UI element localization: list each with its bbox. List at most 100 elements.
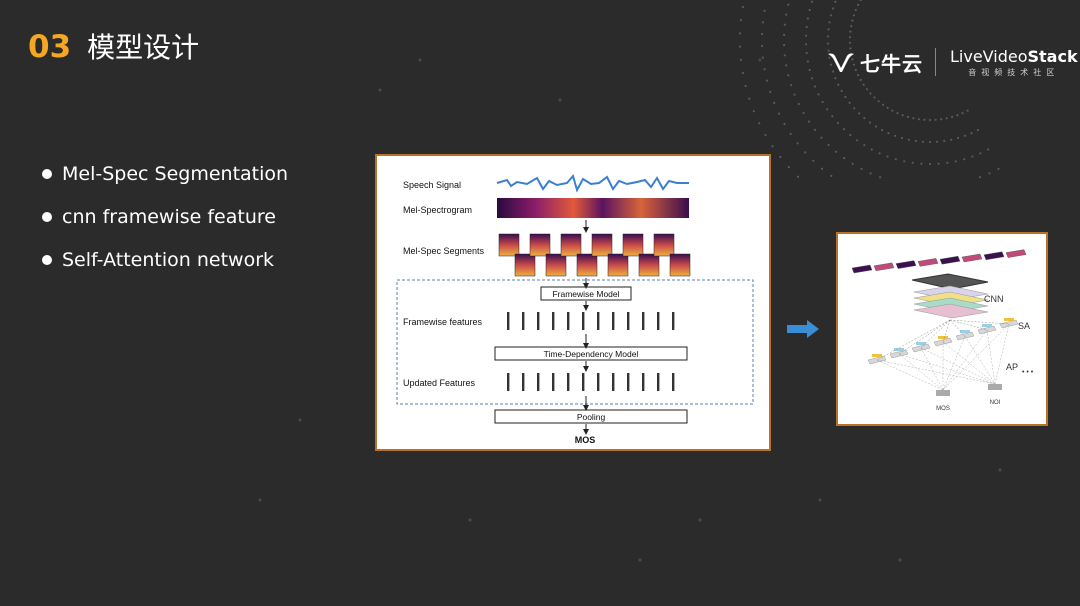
input-segment [1005,249,1027,258]
bullet-dot-icon [42,211,52,222]
decor-dot [978,176,982,179]
decor-dot [808,8,811,12]
decor-dot [851,162,854,165]
input-segments-strip [851,249,1027,274]
input-segment [983,251,1005,261]
decor-dot [783,122,786,126]
decor-dot [739,45,742,48]
mel-spectrogram [497,198,689,218]
decor-dot [950,138,953,141]
segment-top [591,233,613,257]
decor-dot [936,140,939,143]
input-segment [939,255,961,265]
decor-dot [843,157,846,160]
decor-dot [894,158,897,161]
decor-dot [468,518,472,522]
pipeline-figure: Speech Signal Mel-Spectrogram Mel-Spec S… [375,154,771,451]
decor-dot [818,498,822,502]
updated-feature-bars [507,373,675,391]
decor-dot [806,60,810,63]
decor-dot [741,5,745,9]
decor-dot [298,418,302,422]
bullet-text: Mel-Spec Segmentation [62,162,289,185]
decor-dot [844,95,847,99]
cnn-block [911,273,989,290]
decor-dot [903,160,906,163]
decor-dot [826,108,829,111]
decor-dot [842,128,846,131]
connection-lines [876,319,1010,391]
connection-line [942,341,996,385]
decor-dot [856,139,859,142]
decor-dot [758,58,762,62]
decor-dot [928,140,932,144]
decor-dot [817,93,820,96]
mos-output-label: MOS [936,406,950,412]
section-number: 03 [28,29,72,65]
decor-dot [777,112,781,115]
feature-bar [642,312,645,330]
cnn-label: CNN [984,294,1004,304]
decor-dot [834,0,837,3]
connection-line [942,329,988,391]
decor-dot [752,110,755,113]
input-segment [917,258,939,267]
decor-dot [836,121,840,125]
decor-dot [881,129,884,132]
decor-dot [886,106,889,109]
decor-dot [787,74,790,77]
framewise-features-label: Framewise features [403,317,483,327]
decor-dot [761,21,765,24]
decor-dot [923,118,926,121]
decor-dot [862,83,865,86]
feature-bar [567,312,570,330]
segment-top [560,233,582,257]
decor-dot [829,63,833,66]
decor-dot [834,77,837,80]
decor-dot [820,136,823,139]
mel-spec-segments [498,233,691,277]
decor-dot [946,161,949,164]
decor-dot [796,142,799,145]
decor-dot [827,35,830,38]
decor-dot [951,115,954,118]
decor-dot [997,167,1000,170]
segment-top [498,233,520,257]
decor-dot [943,139,946,143]
decor-dot [911,161,914,164]
decor-dot [957,136,960,140]
bullet-item: Mel-Spec Segmentation [42,152,288,195]
feature-bar [672,312,675,330]
decor-dot [873,96,876,99]
decor-dot [761,33,764,36]
sa-node-mark [960,330,970,333]
decor-dot [859,0,862,2]
feature-bar [597,373,600,391]
decor-dot [870,148,873,151]
connection-line [898,353,944,391]
decor-dot [898,558,902,562]
decor-dot [829,14,833,17]
sa-node-mark [872,354,882,357]
feature-bar [567,373,570,391]
connection-line [898,353,996,385]
feature-bar [627,373,630,391]
decor-dot [914,139,917,143]
feature-bar [627,312,630,330]
input-segment [961,253,983,263]
decor-dot [859,78,862,82]
feature-bar [657,312,660,330]
mel-spec-segments-label: Mel-Spec Segments [403,246,485,256]
feature-bar [522,373,525,391]
feature-bar [582,373,585,391]
decor-dot [779,155,782,159]
decor-dot [851,58,854,61]
logo-area: 七牛云 LiveVideoStack 音视频技术社区 [826,46,1078,78]
decor-dot [763,9,766,12]
decor-dot [854,8,857,12]
decor-dot [739,58,743,62]
decor-dot [928,118,932,122]
connection-line [949,319,966,337]
decor-dot [879,176,882,179]
